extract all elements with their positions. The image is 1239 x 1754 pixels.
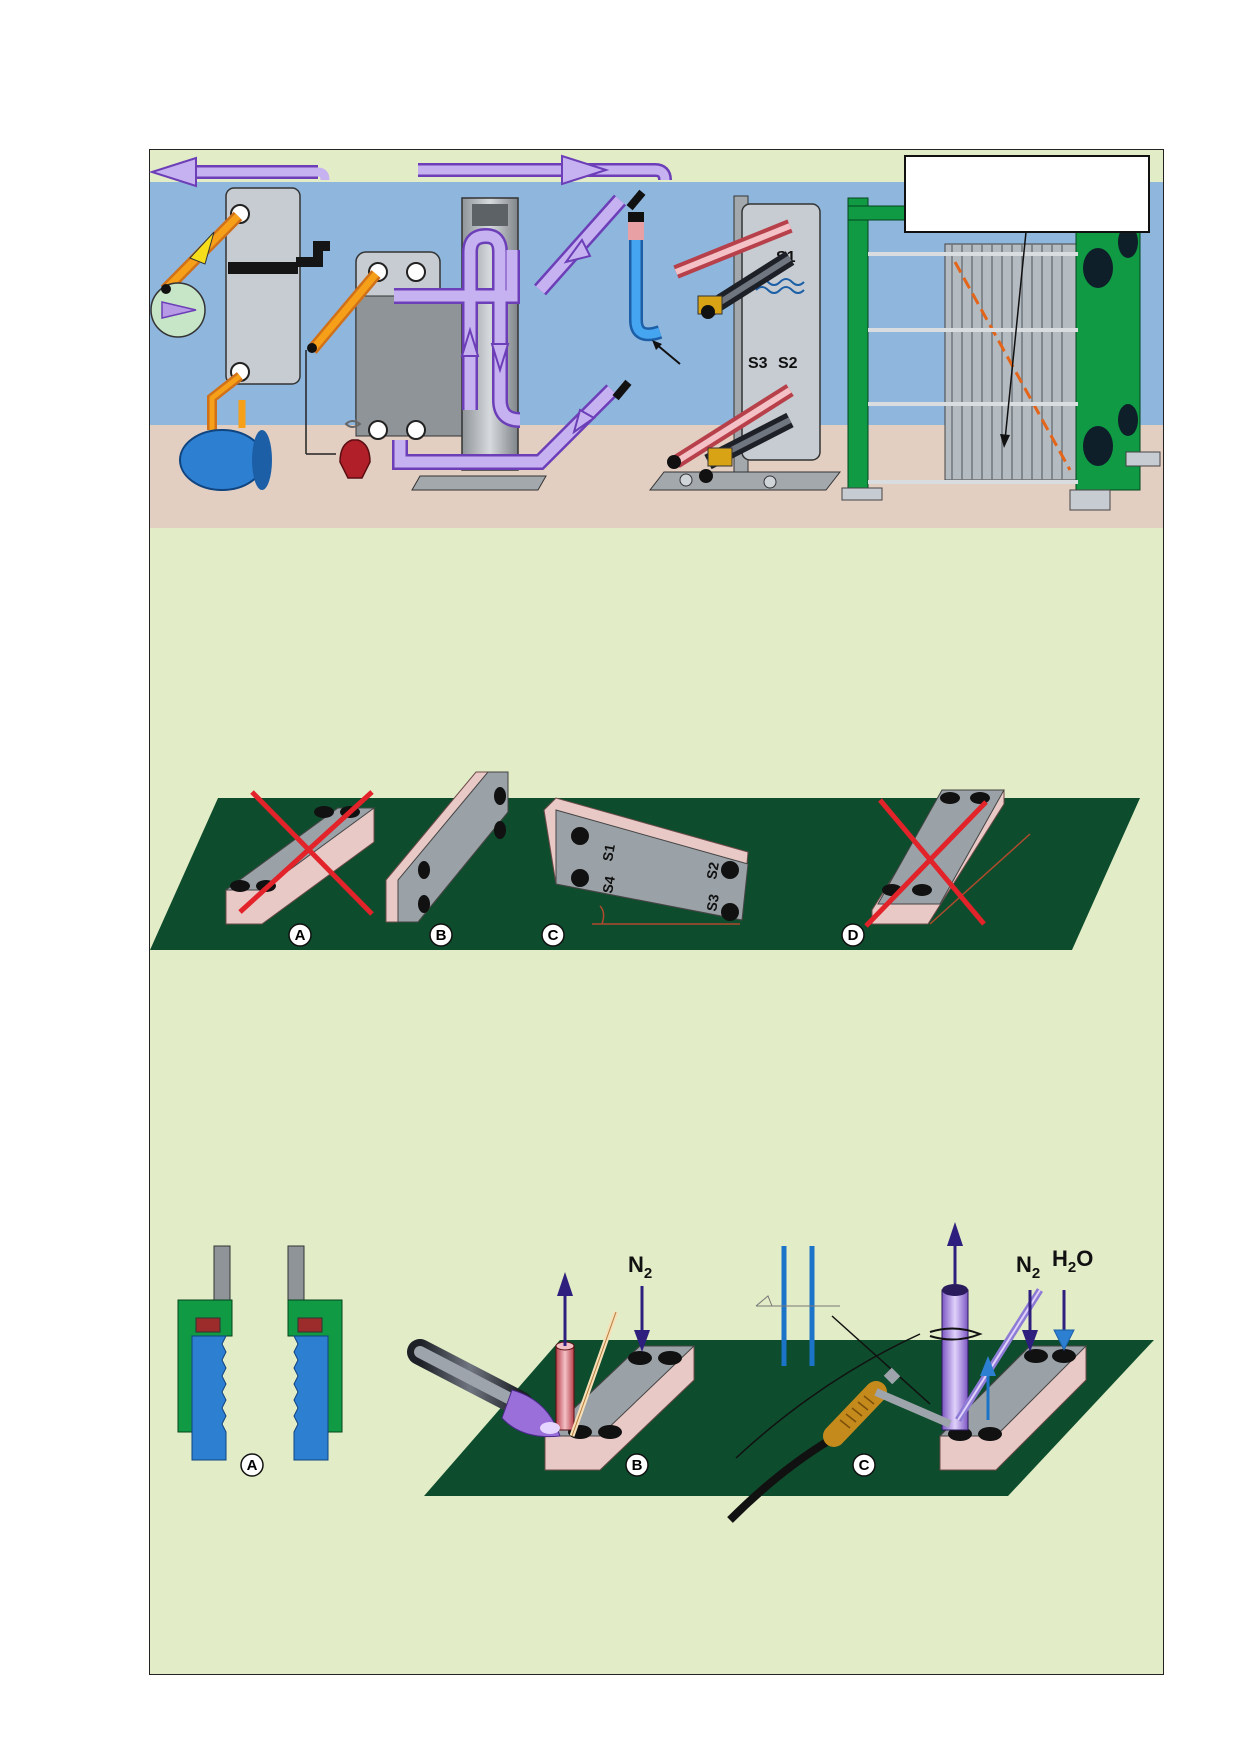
brazing-connection: N2: [407, 1252, 696, 1471]
svg-text:D: D: [848, 927, 859, 944]
port-label-s3: S3: [703, 893, 722, 913]
svg-text:C: C: [859, 1457, 870, 1474]
svg-text:C: C: [548, 927, 559, 944]
label-circle-c: C: [852, 1453, 876, 1477]
gas-label-b: N2: [628, 1252, 652, 1282]
soldering-iron-icon: [727, 1367, 952, 1523]
welding-connection: N2 H2O: [727, 1222, 1093, 1523]
svg-text:B: B: [632, 1457, 643, 1474]
port-label-s3: S3: [748, 355, 768, 372]
gas-label-c: N2: [1016, 1252, 1040, 1282]
port-label-s4: S4: [599, 875, 618, 895]
orientation-b-vertical: [385, 771, 509, 923]
label-circle-b: B: [625, 1453, 649, 1477]
svg-text:A: A: [247, 1457, 258, 1474]
welding-torch-icon: [407, 1339, 561, 1438]
heat-exchanger-unit-2: [305, 189, 646, 491]
flow-arrow-icon: [418, 154, 672, 186]
water-label: H2O: [1052, 1246, 1093, 1276]
cross-out-icon: [238, 790, 374, 916]
label-circle-a: A: [240, 1453, 264, 1477]
bent-pipe: [628, 212, 681, 365]
label-circle-d: D: [841, 923, 865, 947]
svg-text:B: B: [436, 927, 447, 944]
port-label-s2: S2: [703, 861, 722, 881]
heat-exchanger-unit-3: S1 S3 S2: [648, 195, 842, 491]
callout-box: [904, 155, 1150, 233]
label-circle-b: B: [429, 923, 453, 947]
label-circle-a: A: [288, 923, 312, 947]
label-circle-c: C: [541, 923, 565, 947]
connection-section: N2: [177, 1222, 1154, 1523]
orientation-a-flat: [224, 790, 376, 925]
port-label-s1: S1: [599, 843, 618, 863]
svg-text:A: A: [295, 927, 306, 944]
plate-exchanger-frame: [841, 155, 1161, 511]
heat-exchanger-unit-1: [150, 187, 330, 491]
threaded-connection-detail: [177, 1245, 343, 1461]
port-label-s2: S2: [778, 355, 798, 372]
flow-arrow-icon: [148, 156, 330, 188]
cross-out-icon: [864, 798, 988, 928]
orientation-section: S4 S1 S3 S2 A B C D: [150, 771, 1140, 950]
orientation-c-tilted: S4 S1 S3 S2: [543, 797, 749, 925]
orientation-d-angled: [864, 789, 1031, 928]
installation-scene: S1 S3 S2: [148, 154, 1163, 528]
